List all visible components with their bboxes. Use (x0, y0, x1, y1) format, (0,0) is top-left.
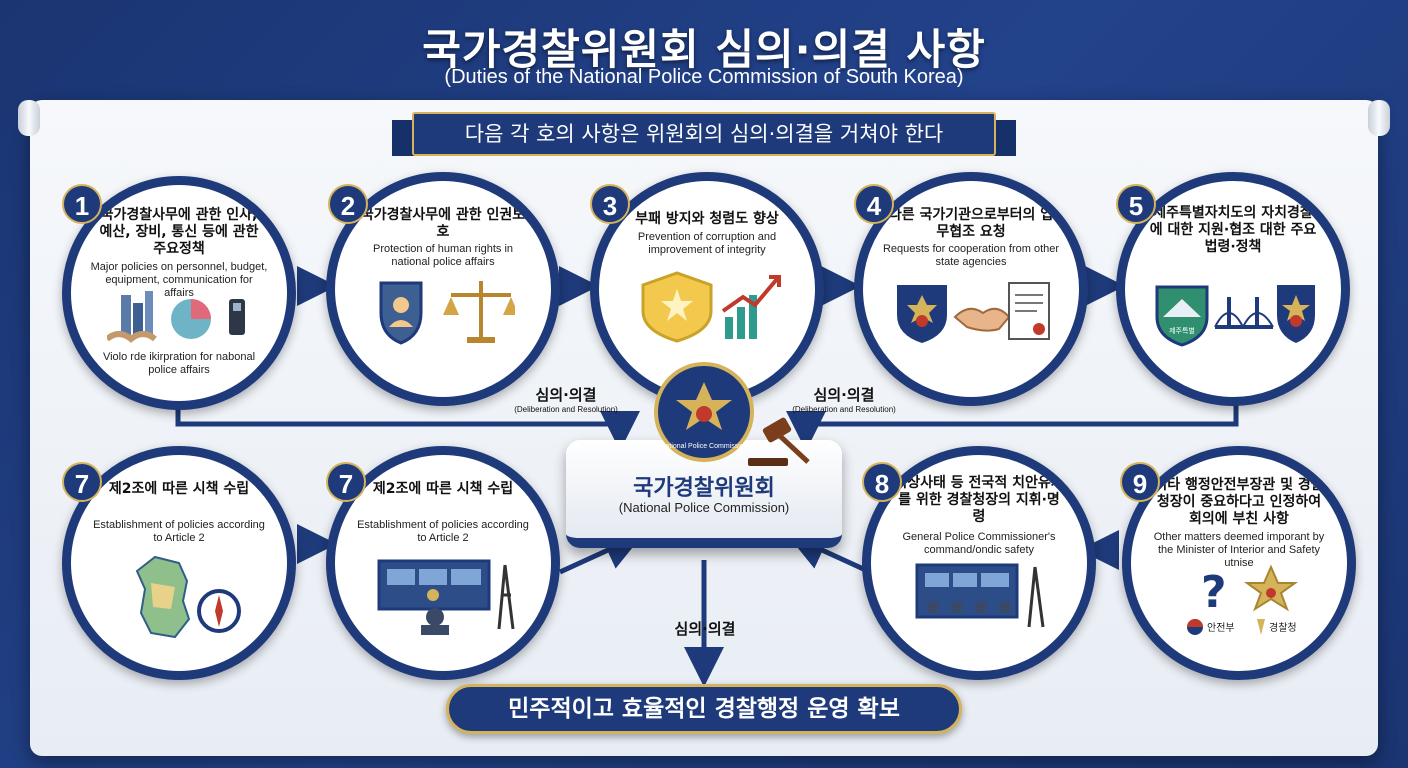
flow-label-left-ko: 심의·의결 (535, 386, 597, 404)
jeju-autonomy-icons: 제주특별 (1155, 285, 1315, 347)
duty-4-title-en: Requests for cooperation from other stat… (882, 243, 1060, 268)
seal-text: National Police Commission (660, 443, 747, 450)
duty-1-caption: Violo rde ikirpration for nabonal police… (102, 351, 256, 376)
duty-circle-9: 기타 행정안전부장관 및 경찰청장이 중요하다고 인정하여 회의에 부친 사항 … (1122, 446, 1356, 680)
personnel-budget-icons (107, 291, 245, 343)
page-title: 국가경찰위원회 심의·의결 사항 (422, 25, 986, 74)
duty-4-title-ko: 다른 국가기관으로부터의 업무협조 요청 (888, 207, 1054, 240)
page-subtitle: (Duties of the National Police Commissio… (444, 66, 964, 88)
emergency-command-icons (915, 563, 1045, 628)
duty-7a-title-ko: 제2조에 따른 시책 수립 (108, 481, 250, 497)
logo-2-text: 경찰청 (1269, 621, 1297, 634)
human-rights-icons (379, 281, 515, 345)
duty-7a-title-en: Establishment of policies according to A… (93, 519, 265, 544)
duty-5-number: 5 (1116, 184, 1156, 224)
flow-label-left-en: (Deliberation and Resolution) (514, 405, 618, 414)
duty-7b-title-en: Establishment of policies according to A… (357, 519, 529, 544)
flow-label-bottom: 심의·의결 (640, 618, 770, 639)
scroll-roll-left (18, 100, 40, 136)
duty-3-number: 3 (590, 184, 630, 224)
other-matters-icons: ? (1201, 564, 1299, 613)
flow-label-right: 심의·의결 (Deliberation and Resolution) (786, 384, 902, 414)
flow-label-right-ko: 심의·의결 (813, 386, 875, 404)
duty-circle-1: 국가경찰사무에 관한 인사, 예산, 장비, 통신 등에 관한 주요정책 Maj… (62, 176, 296, 410)
duty-2-title-en: Protection of human rights in national p… (372, 243, 514, 268)
command-screen-icons (377, 559, 515, 635)
duty-1-number: 1 (62, 184, 102, 224)
duty-5-title-ko: 제주특별자치도의 자치경찰에 대한 지원·협조 대한 주요 법령·정책 (1149, 205, 1317, 255)
duty-7b-title-ko: 제2조에 따른 시책 수립 (372, 481, 514, 497)
svg-text:?: ? (1201, 567, 1227, 613)
flow-label-bottom-ko: 심의·의결 (674, 620, 736, 638)
duty-9-title-ko: 기타 행정안전부장관 및 경찰청장이 중요하다고 인정하여 회의에 부친 사항 (1154, 477, 1324, 527)
duty-7b-number: 7 (326, 462, 366, 502)
duty-circle-8: 비상사태 등 전국적 치안유지를 위한 경찰청장의 지휘·명령 General … (862, 446, 1096, 680)
outcome-banner: 민주적이고 효율적인 경찰행정 운영 확보 (446, 684, 962, 734)
center-title: 국가경찰위원회 (633, 476, 775, 501)
scroll-roll-right (1368, 100, 1390, 136)
duty-2-title-ko: 국가경찰사무에 관한 인권보호 (360, 207, 526, 240)
duty-1-title-en: Major policies on personnel, budget, equ… (90, 261, 268, 299)
korea-map-compass-icons (135, 555, 241, 639)
commission-seal-and-gavel: National Police Commission (654, 362, 810, 466)
header: 국가경찰위원회 심의·의결 사항 (Duties of the National… (0, 0, 1408, 100)
flow-label-left: 심의·의결 (Deliberation and Resolution) (508, 384, 624, 414)
duty-9-title-en: Other matters deemed imporant by the Min… (1153, 531, 1325, 569)
duty-8-number: 8 (862, 462, 902, 502)
center-subtitle: (National Police Commission) (618, 500, 790, 515)
jeju-emblem-text: 제주특별 (1169, 326, 1195, 335)
duty-9-number: 9 (1120, 462, 1160, 502)
arrow-right-to-center (786, 392, 1239, 451)
ribbon-heading: 다음 각 호의 사항은 위원회의 심의·의결을 거쳐야 한다 (412, 112, 996, 156)
flow-label-right-en: (Deliberation and Resolution) (792, 405, 896, 414)
logo-1-text: 안전부 (1207, 622, 1235, 634)
duty-8-title-ko: 비상사태 등 전국적 치안유지를 위한 경찰청장의 지휘·명령 (894, 475, 1064, 525)
duty-3-title-ko: 부패 방지와 청렴도 향상 (635, 211, 779, 227)
integrity-icons (641, 271, 781, 343)
cooperation-icons (897, 282, 1050, 343)
ministry-logos: 안전부 경찰청 (1187, 619, 1297, 635)
duty-circle-5: 제주특별자치도의 자치경찰에 대한 지원·협조 대한 주요 법령·정책 제주특별 (1116, 172, 1350, 406)
duty-3-title-en: Prevention of corruption and improvement… (637, 231, 777, 256)
duty-7a-number: 7 (62, 462, 102, 502)
duty-1-title-ko: 국가경찰사무에 관한 인사, 예산, 장비, 통신 등에 관한 주요정책 (99, 207, 259, 257)
duty-8-title-en: General Police Commissioner's command/on… (902, 531, 1056, 556)
duty-4-number: 4 (854, 184, 894, 224)
duty-2-number: 2 (328, 184, 368, 224)
duty-circle-4: 다른 국가기관으로부터의 업무협조 요청 Requests for cooper… (854, 172, 1088, 406)
